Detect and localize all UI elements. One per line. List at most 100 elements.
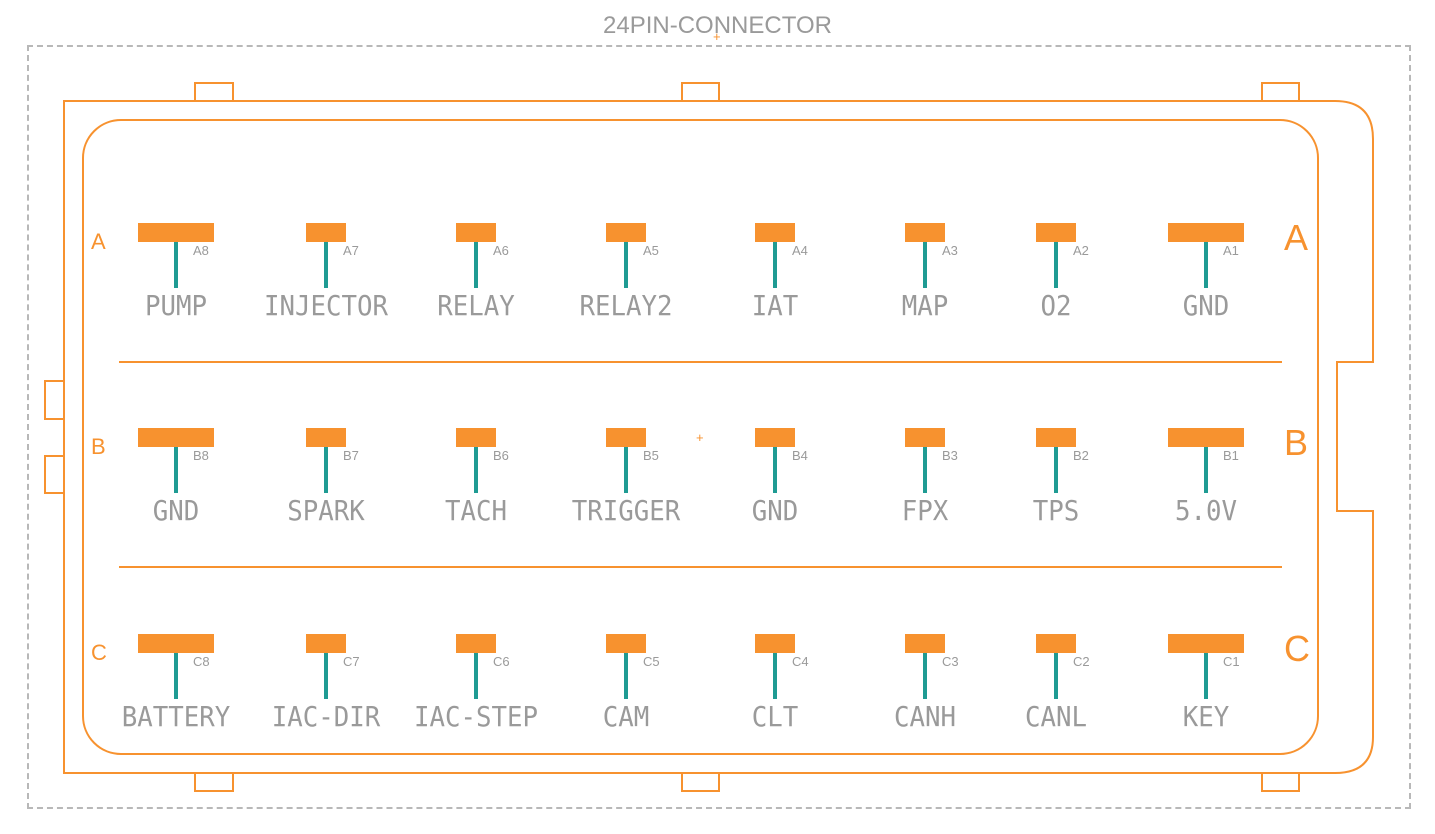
pin-pad [138,634,214,653]
pin-pad [905,634,945,653]
pin-signal-label: GND [152,494,200,527]
component-boundary [27,45,1411,809]
pin-pad [456,223,496,242]
pin-signal-label: GND [751,494,799,527]
row-letter-right: C [1284,628,1310,669]
pin-signal-label: IAC-STEP [413,700,539,733]
pin-number: B1 [1223,448,1239,463]
pin-signal-label: TPS [1032,494,1080,527]
pin-number: C1 [1223,654,1240,669]
pin-pad [306,223,346,242]
pin-number: A5 [643,243,659,258]
pin-lead [773,653,777,699]
pin-signal-label: RELAY2 [579,289,673,322]
pin-lead [1054,242,1058,288]
pin-number: C4 [792,654,809,669]
pin-number: A1 [1223,243,1239,258]
pin-lead [1204,447,1208,493]
latch-top-center [681,82,720,102]
pin-number: B2 [1073,448,1089,463]
pin-lead [1054,653,1058,699]
pin-pad [755,223,795,242]
pin-pad [606,634,646,653]
key-tab-upper [44,380,65,420]
pin-number: C2 [1073,654,1090,669]
latch-bottom-center [681,772,720,792]
pin-signal-label: MAP [901,289,949,322]
pin-lead [474,653,478,699]
pin-signal-label: BATTERY [121,700,231,733]
pin-pad [905,223,945,242]
pin-number: A6 [493,243,509,258]
pin-number: B3 [942,448,958,463]
pin-signal-label: 5.0V [1174,494,1238,527]
origin-cross: + [713,29,721,44]
pin-lead [1054,447,1058,493]
pin-lead [1204,653,1208,699]
pin-signal-label: IAT [751,289,799,322]
pin-lead [474,242,478,288]
pin-signal-label: SPARK [287,494,365,527]
pin-number: B7 [343,448,359,463]
pin-pad [905,428,945,447]
row-letter-left: A [91,229,106,254]
pin-number: A3 [942,243,958,258]
row-letter-right: B [1284,422,1309,463]
pin-lead [174,653,178,699]
component-title: 24PIN-CONNECTOR [603,12,832,39]
pin-lead [1204,242,1208,288]
pin-lead [174,242,178,288]
pin-signal-label: FPX [901,494,949,527]
pin-pad [755,634,795,653]
cavity-outline [82,119,1319,755]
pin-lead [324,653,328,699]
pin-number: A7 [343,243,359,258]
pin-signal-label: RELAY [437,289,515,322]
pin-signal-label: TRIGGER [571,494,681,527]
pin-number: A2 [1073,243,1089,258]
pin-number: A4 [792,243,808,258]
pin-pad [1168,223,1244,242]
pin-signal-label: IAC-DIR [271,700,381,733]
pin-pad [755,428,795,447]
pin-lead [324,242,328,288]
pin-signal-label: CAM [602,700,650,733]
pin-lead [624,242,628,288]
origin-cross: + [696,430,704,445]
pin-signal-label: INJECTOR [263,289,389,322]
key-tab-lower [44,455,65,494]
pin-signal-label: KEY [1182,700,1230,733]
pin-lead [624,653,628,699]
pin-number: C7 [343,654,360,669]
latch-bottom-left [194,772,234,792]
pin-pad [606,428,646,447]
pin-lead [923,653,927,699]
pin-pad [306,634,346,653]
pin-number: B6 [493,448,509,463]
pin-pad [456,634,496,653]
pin-pad [1036,634,1076,653]
pin-signal-label: TACH [444,494,508,527]
pin-number: C8 [193,654,210,669]
pin-pad [138,223,214,242]
pin-pad [306,428,346,447]
row-letter-left: C [91,640,107,665]
pin-pad [1036,428,1076,447]
pin-pad [138,428,214,447]
pin-lead [923,447,927,493]
pin-number: B8 [193,448,209,463]
pin-number: C6 [493,654,510,669]
pin-lead [624,447,628,493]
pin-number: B4 [792,448,808,463]
latch-top-left [194,82,234,102]
row-letter-right: A [1284,217,1309,258]
pin-pad [606,223,646,242]
pin-lead [773,447,777,493]
pin-signal-label: CLT [751,700,799,733]
pin-pad [1168,428,1244,447]
pin-lead [773,242,777,288]
housing-outline [63,100,1374,774]
row-letter-left: B [91,434,106,459]
pin-lead [174,447,178,493]
